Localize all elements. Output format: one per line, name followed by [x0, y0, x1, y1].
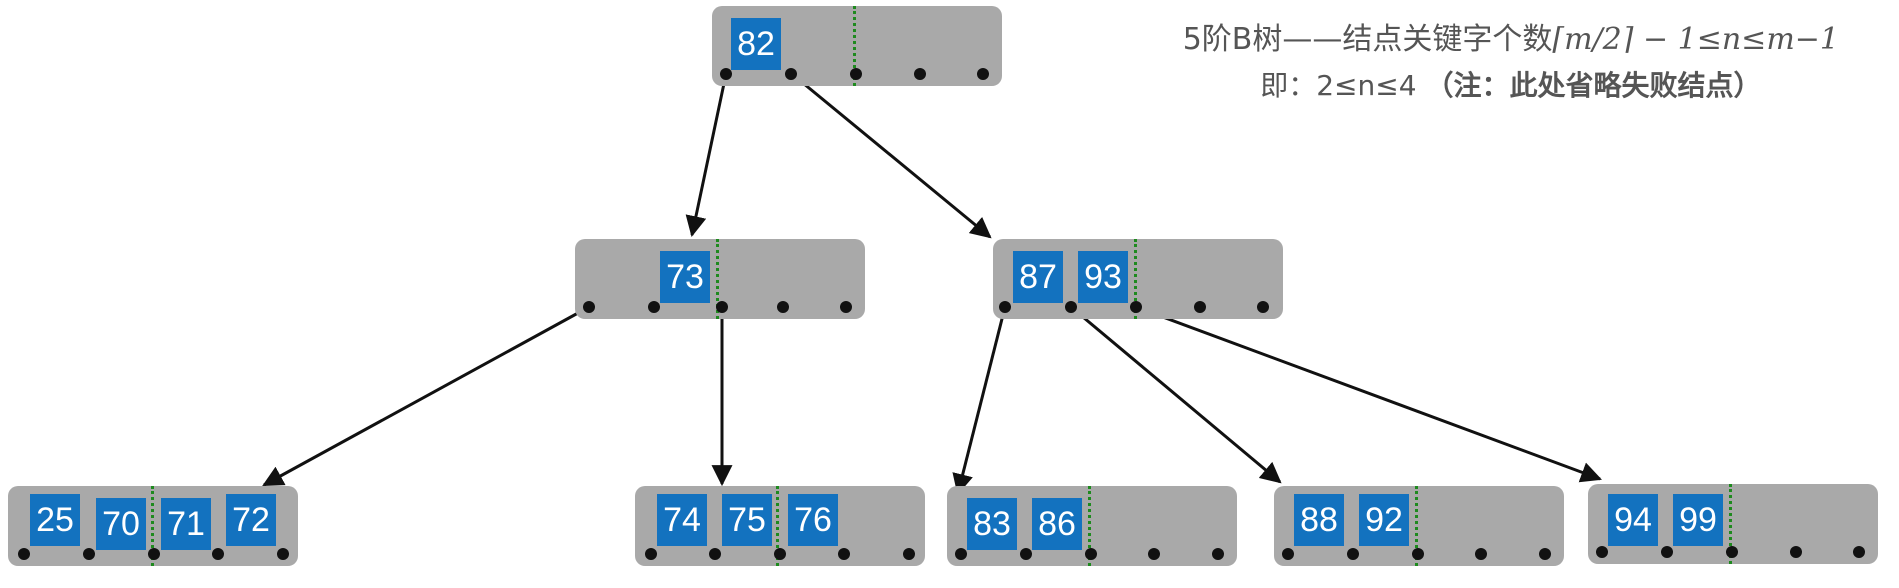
- pointer-dot: [1661, 546, 1673, 558]
- btree-node-mid-right: 87 93: [993, 239, 1283, 319]
- pointer-dot: [977, 68, 989, 80]
- caption-note: （注：此处省略失败结点）: [1425, 69, 1762, 102]
- separator-line: [716, 239, 719, 319]
- pointer-dot: [838, 548, 850, 560]
- key-cell: 83: [967, 498, 1017, 550]
- pointer-dot: [955, 548, 967, 560]
- key-cell: 99: [1673, 494, 1723, 546]
- key-cell: 76: [788, 494, 838, 546]
- key-cell: 88: [1294, 494, 1344, 546]
- pointer-dot: [1596, 546, 1608, 558]
- pointer-dot: [777, 301, 789, 313]
- pointer-dot: [648, 301, 660, 313]
- key-cell: 86: [1032, 498, 1082, 550]
- pointer-dot: [1020, 548, 1032, 560]
- key-cell: 82: [731, 18, 781, 70]
- caption-line-1: 5阶B树——结点关键字个数⌈m/2⌉ − 1≤n≤m−1: [1183, 14, 1839, 58]
- pointer-dot: [1790, 546, 1802, 558]
- pointer-dot: [645, 548, 657, 560]
- pointer-dot: [1065, 301, 1077, 313]
- pointer-dot: [18, 548, 30, 560]
- btree-node-leaf-5: 94 99: [1588, 484, 1878, 564]
- btree-node-mid-left: 73: [575, 239, 865, 319]
- separator-line: [1134, 239, 1137, 319]
- caption-formula: ⌈m/2⌉ − 1≤n≤m−1: [1552, 22, 1839, 57]
- btree-node-root: 82: [712, 6, 1002, 86]
- key-cell: 71: [161, 498, 211, 550]
- pointer-dot: [850, 68, 862, 80]
- caption-line-2: 即：2≤n≤4 （注：此处省略失败结点）: [1183, 64, 1839, 104]
- pointer-dot: [716, 301, 728, 313]
- pointer-dot: [1282, 548, 1294, 560]
- pointer-dot: [1085, 548, 1097, 560]
- edge-mid-right-to-leaf-4: [1070, 305, 1282, 484]
- btree-node-leaf-1: 25 70 71 72: [8, 486, 298, 566]
- caption-range: 即：2≤n≤4: [1260, 69, 1417, 102]
- edge-mid-left-to-leaf-1: [262, 305, 590, 487]
- pointer-dot: [1853, 546, 1865, 558]
- pointer-dot: [785, 68, 797, 80]
- separator-line: [776, 486, 779, 566]
- edge-mid-right-to-leaf-3: [952, 306, 1007, 496]
- edge-mid-right-to-leaf-5: [1135, 305, 1602, 483]
- separator-line: [1415, 486, 1418, 566]
- pointer-dot: [840, 301, 852, 313]
- pointer-dot: [1148, 548, 1160, 560]
- separator-line: [151, 486, 154, 566]
- caption-prefix: 5阶B树——结点关键字个数: [1182, 22, 1553, 57]
- key-cell: 72: [226, 494, 276, 546]
- key-cell: 87: [1013, 251, 1063, 303]
- pointer-dot: [277, 548, 289, 560]
- edge-root-to-mid-right: [791, 72, 992, 239]
- pointer-dot: [83, 548, 95, 560]
- key-cell: 92: [1359, 494, 1409, 546]
- pointer-dot: [999, 301, 1011, 313]
- btree-node-leaf-3: 83 86: [947, 486, 1237, 566]
- separator-line: [853, 6, 856, 86]
- pointer-dot: [148, 548, 160, 560]
- key-cell: 73: [660, 251, 710, 303]
- pointer-dot: [1412, 548, 1424, 560]
- pointer-dot: [1726, 546, 1738, 558]
- key-cell: 75: [722, 494, 772, 546]
- separator-line: [1729, 484, 1732, 564]
- key-cell: 74: [657, 494, 707, 546]
- pointer-dot: [1257, 301, 1269, 313]
- pointer-dot: [1130, 301, 1142, 313]
- key-cell: 93: [1078, 251, 1128, 303]
- separator-line: [1088, 486, 1091, 566]
- key-cell: 25: [30, 494, 80, 546]
- pointer-dot: [1212, 548, 1224, 560]
- pointer-dot: [903, 548, 915, 560]
- pointer-dot: [914, 68, 926, 80]
- key-cell: 94: [1608, 494, 1658, 546]
- edge-root-to-mid-left: [685, 73, 728, 238]
- pointer-dot: [720, 68, 732, 80]
- diagram-caption: 5阶B树——结点关键字个数⌈m/2⌉ − 1≤n≤m−1 即：2≤n≤4 （注：…: [1183, 14, 1839, 104]
- key-cell: 70: [96, 498, 146, 550]
- pointer-dot: [1475, 548, 1487, 560]
- pointer-dot: [1194, 301, 1206, 313]
- btree-node-leaf-4: 88 92: [1274, 486, 1564, 566]
- pointer-dot: [709, 548, 721, 560]
- pointer-dot: [1347, 548, 1359, 560]
- btree-node-leaf-2: 74 75 76: [635, 486, 925, 566]
- pointer-dot: [774, 548, 786, 560]
- pointer-dot: [212, 548, 224, 560]
- pointer-dot: [1539, 548, 1551, 560]
- pointer-dot: [583, 301, 595, 313]
